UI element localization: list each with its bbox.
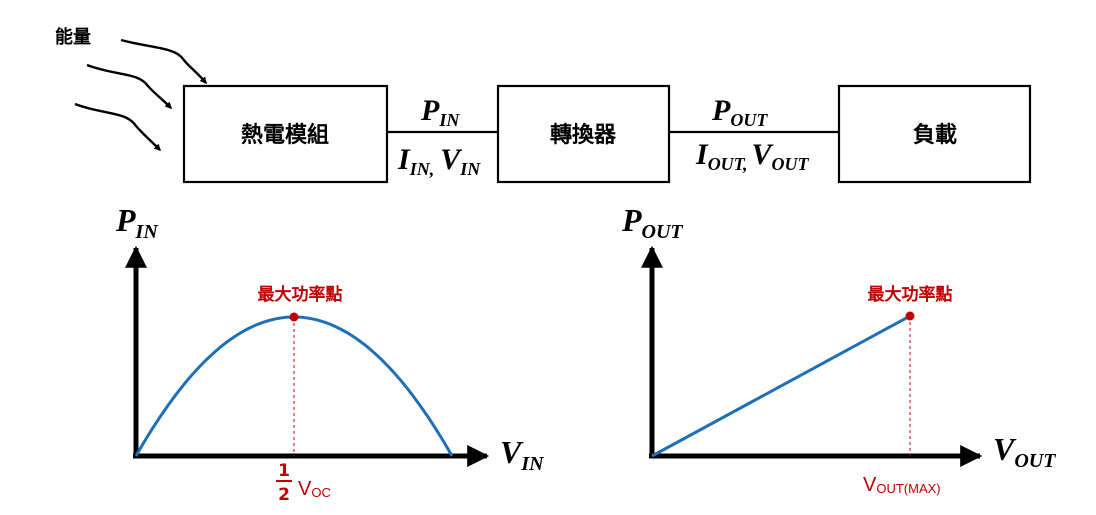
graph-out-curve bbox=[651, 314, 911, 458]
link-in-power-label: PIN bbox=[420, 94, 460, 130]
graph-out-x-marker: VOUT(MAX) bbox=[863, 474, 941, 496]
graph-in-y-label: PIN bbox=[115, 202, 159, 243]
graph-in-marker-voc: VOC bbox=[298, 478, 331, 500]
graph-out-mpp-point bbox=[905, 311, 915, 321]
graph-in: PIN VIN 最大功率點 1 2 VOC bbox=[115, 202, 545, 505]
graph-in-mpp-point bbox=[289, 312, 299, 322]
graph-in-x-label: VIN bbox=[500, 434, 545, 475]
converter-label: 轉換器 bbox=[550, 122, 617, 148]
load-label: 負載 bbox=[913, 122, 957, 148]
teg-module-label: 熱電模組 bbox=[241, 122, 329, 148]
graph-in-marker-denominator: 2 bbox=[278, 485, 290, 505]
energy-arrow-2 bbox=[86, 63, 172, 109]
graph-out-mpp-label: 最大功率點 bbox=[868, 284, 953, 305]
graph-in-mpp-label: 最大功率點 bbox=[258, 284, 343, 305]
graph-in-marker-numerator: 1 bbox=[278, 461, 290, 481]
converter-block: 轉換器 bbox=[496, 84, 671, 184]
graph-in-x-marker: 1 2 VOC bbox=[276, 461, 331, 505]
energy-label: 能量 bbox=[55, 26, 91, 48]
teg-module-block: 熱電模組 bbox=[182, 84, 389, 184]
graph-out: POUT VOUT 最大功率點 VOUT(MAX) bbox=[621, 202, 1056, 496]
energy-arrow-3 bbox=[74, 102, 161, 151]
link-out-power-label: POUT bbox=[711, 94, 768, 130]
graph-out-x-label: VOUT bbox=[993, 431, 1056, 472]
graph-out-y-label: POUT bbox=[621, 202, 683, 243]
link-in-iv-label: IIN,VIN bbox=[397, 143, 481, 179]
load-block: 負載 bbox=[837, 84, 1032, 184]
energy-arrow-1 bbox=[120, 38, 207, 85]
link-out-iv-label: IOUT,VOUT bbox=[695, 138, 810, 174]
